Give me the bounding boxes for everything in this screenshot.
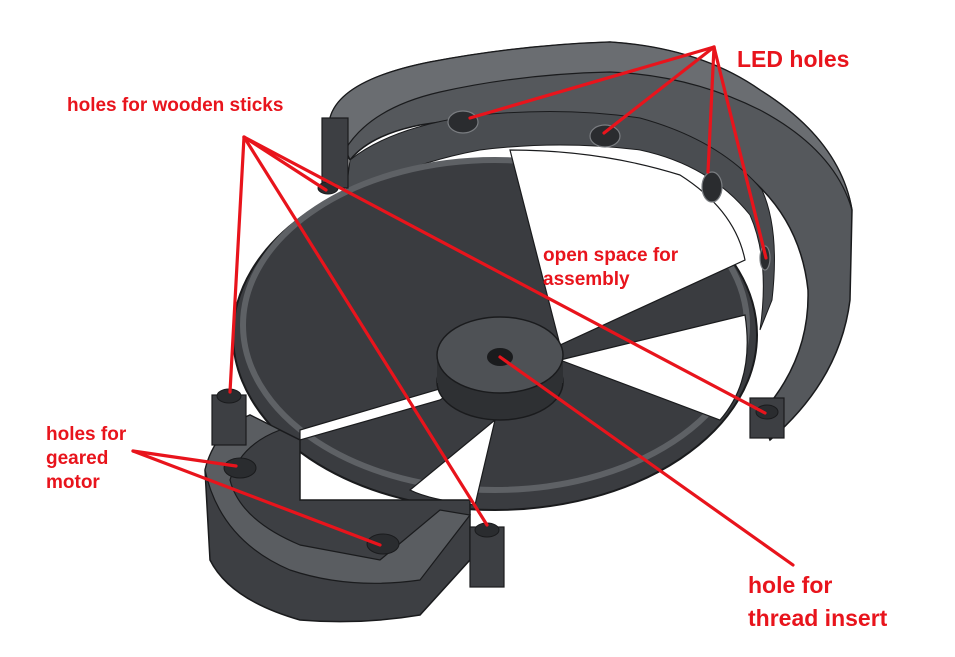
label-line: holes for wooden sticks [67,95,284,116]
leader-lines [131,45,795,567]
leader-sticks-2 [228,135,246,394]
leader-led-2 [602,45,716,135]
open-space-cutout-top [509,149,746,346]
open-space-cutout-left [299,379,471,441]
label-geared-motor-holes: holes for geared motor [46,423,126,494]
led-hole-2 [589,124,621,148]
label-line: geared [46,447,109,469]
post-back [321,117,349,189]
label-line: holes for [46,424,127,445]
label-line: open space for [543,245,679,266]
leader-insert [498,355,795,567]
stick-hole-right [755,404,779,420]
label-line: thread insert [748,605,888,632]
leader-motor-1 [131,449,238,468]
motor-hole-1 [223,457,257,479]
open-space-cutout-right [557,314,748,421]
leader-led-1 [468,45,716,120]
label-open-space: open space for assembly [543,244,678,292]
label-line: motor [46,471,100,493]
label-line: hole for [748,572,833,598]
label-line: LED holes [737,46,850,72]
motor-mount-top [204,414,472,584]
base-disc-rim [240,157,750,493]
label-thread-insert-hole: hole for thread insert [748,569,887,636]
motor-hole-2 [366,533,400,555]
leader-sticks-4 [242,135,767,415]
led-hole-1 [447,110,479,134]
leader-sticks-3 [242,135,489,527]
label-wooden-sticks-holes: holes for wooden sticks [67,94,283,118]
inner-wall-face [344,110,775,331]
leader-led-4 [712,45,768,260]
leader-motor-2 [131,449,382,547]
leader-led-3 [706,45,716,174]
label-led-holes: LED holes [737,45,849,74]
led-hole-3 [701,171,723,203]
label-line: assembly [543,268,630,290]
